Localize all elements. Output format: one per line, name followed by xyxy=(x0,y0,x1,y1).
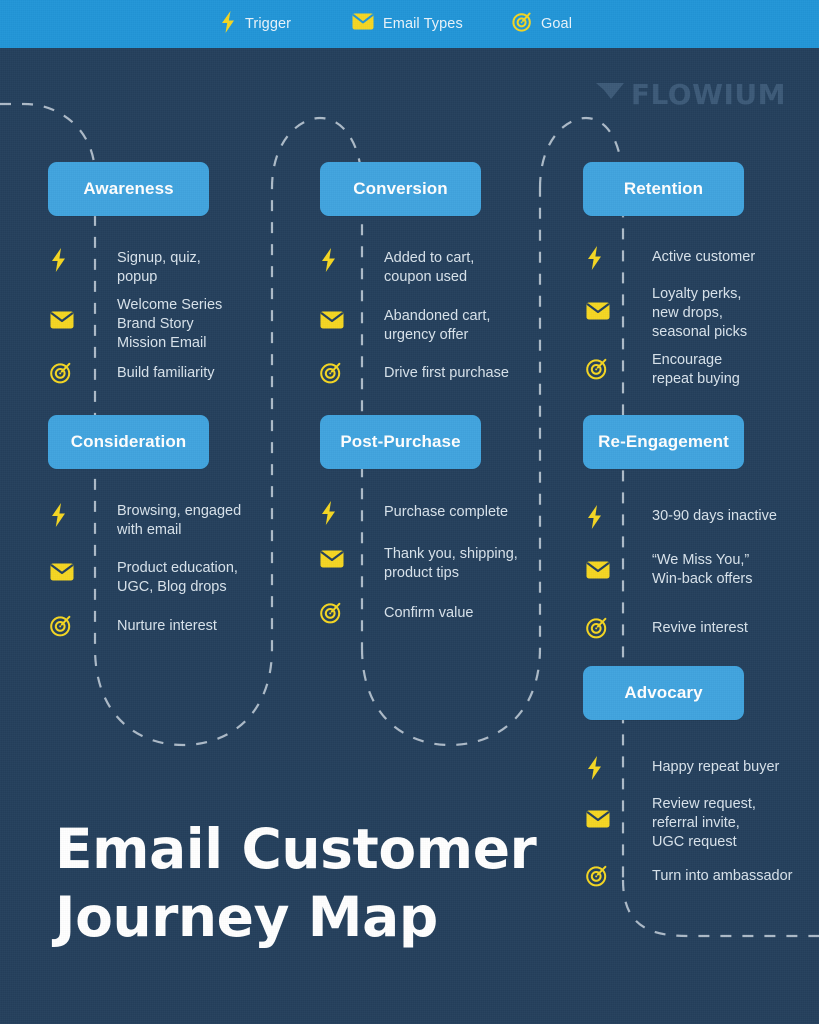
path-segment-arc-1to2 xyxy=(270,116,364,648)
stage-row-text: Abandoned cart, urgency offer xyxy=(384,308,491,343)
target-icon xyxy=(586,358,608,385)
bolt-icon xyxy=(586,246,603,275)
legend-label-email-types: Email Types xyxy=(383,16,463,32)
stage-row-text: Turn into ambassador xyxy=(652,868,793,884)
envelope-icon xyxy=(586,302,610,325)
stage-pill-post-purchase[interactable]: Post-Purchase xyxy=(320,415,481,469)
stage-row-text: Revive interest xyxy=(652,620,748,636)
page-title: Email Customer Journey Map xyxy=(55,816,537,949)
bolt-icon xyxy=(220,10,236,38)
path-segment-column2 xyxy=(360,188,542,747)
stage-pill-consideration[interactable]: Consideration xyxy=(48,415,209,469)
stage-pill-label: Re-Engagement xyxy=(598,432,729,451)
stage-pill-label: Consideration xyxy=(70,432,187,451)
envelope-icon xyxy=(586,810,610,833)
bolt-icon xyxy=(320,248,337,277)
bolt-icon xyxy=(50,248,67,277)
envelope-icon xyxy=(50,311,74,334)
stage-pill-conversion[interactable]: Conversion xyxy=(320,162,481,216)
stage-row-text: Welcome Series Brand Story Mission Email xyxy=(117,297,223,351)
stage-row-text: Active customer xyxy=(652,249,756,265)
stage-pill-re-engagement[interactable]: Re-Engagement xyxy=(583,415,744,469)
envelope-icon xyxy=(50,563,74,586)
path-segment-column1 xyxy=(0,102,274,747)
target-icon xyxy=(512,12,532,37)
stage-row-text: Nurture interest xyxy=(117,618,217,634)
path-segment-column3-exit xyxy=(621,879,819,938)
stage-pill-label: Retention xyxy=(623,179,704,198)
bolt-icon xyxy=(50,503,67,532)
bolt-icon xyxy=(586,505,603,534)
bolt-icon xyxy=(320,501,337,530)
envelope-icon xyxy=(320,550,344,573)
legend-item-email-types[interactable]: Email Types xyxy=(352,0,463,48)
stage-row-text: Loyalty perks, new drops, seasonal picks xyxy=(652,286,748,340)
stage-pill-retention[interactable]: Retention xyxy=(583,162,744,216)
stage-row-text: Confirm value xyxy=(384,605,474,621)
stage-pill-label: Advocary xyxy=(624,683,703,702)
path-segment-arc-2to3 xyxy=(538,116,625,880)
stage-row-text: Added to cart, coupon used xyxy=(384,250,475,285)
stage-row-text: Encourage repeat buying xyxy=(652,352,740,387)
bolt-icon xyxy=(586,756,603,785)
stage-row-text: Browsing, engaged with email xyxy=(117,503,242,538)
stage-pill-awareness[interactable]: Awareness xyxy=(48,162,209,216)
stage-row-text: 30-90 days inactive xyxy=(652,508,777,524)
envelope-icon xyxy=(320,311,344,334)
stage-row-text: Build familiarity xyxy=(117,365,215,381)
stage-row-text: Review request, referral invite, UGC req… xyxy=(652,796,756,850)
stage-row-text: Thank you, shipping, product tips xyxy=(384,546,518,581)
target-icon xyxy=(320,602,342,629)
target-icon xyxy=(50,362,72,389)
target-icon xyxy=(586,865,608,892)
legend-label-trigger: Trigger xyxy=(245,16,292,32)
flowium-mark-icon xyxy=(595,81,626,108)
legend-bar: Trigger Email Types Goal xyxy=(0,0,819,48)
legend-item-trigger[interactable]: Trigger xyxy=(220,0,291,48)
stage-row-text: Product education, UGC, Blog drops xyxy=(117,560,238,595)
legend-item-goal[interactable]: Goal xyxy=(512,0,572,48)
stage-pill-label: Conversion xyxy=(353,179,448,198)
stage-pill-label: Post-Purchase xyxy=(340,432,461,451)
stage-row-text: Drive first purchase xyxy=(384,365,509,381)
stage-row-text: Happy repeat buyer xyxy=(652,759,780,775)
stage-row-text: Signup, quiz, popup xyxy=(117,250,201,285)
target-icon xyxy=(320,362,342,389)
stage-row-text: Purchase complete xyxy=(384,504,509,520)
stage-pill-label: Awareness xyxy=(83,179,174,198)
envelope-icon xyxy=(352,13,374,35)
target-icon xyxy=(50,615,72,642)
legend-label-goal: Goal xyxy=(541,16,573,32)
target-icon xyxy=(586,617,608,644)
stage-pill-advocary[interactable]: Advocary xyxy=(583,666,744,720)
flowium-logo: FLOWIUM xyxy=(595,78,786,111)
envelope-icon xyxy=(586,561,610,584)
flowium-logo-text: FLOWIUM xyxy=(630,78,786,111)
stage-row-text: “We Miss You,” Win-back offers xyxy=(652,552,753,587)
